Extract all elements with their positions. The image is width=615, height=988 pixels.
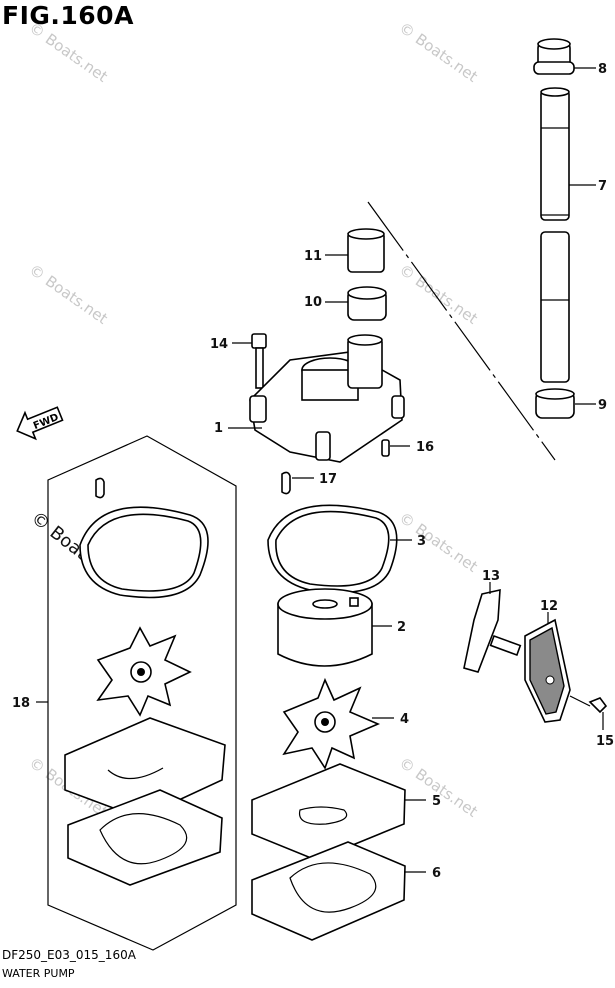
part-5-plate xyxy=(251,763,406,861)
part-17-key xyxy=(281,471,291,495)
callout-11: 11 xyxy=(304,249,322,264)
callout-3: 3 xyxy=(417,534,426,549)
callout-4: 4 xyxy=(400,712,409,727)
part-16-dowel-pin xyxy=(381,439,390,457)
repair-kit-outline xyxy=(47,435,237,951)
part-12-cover xyxy=(524,618,571,723)
callout-8: 8 xyxy=(598,62,607,77)
part-11-sleeve xyxy=(347,228,385,273)
part-15-screw xyxy=(569,695,608,714)
callout-10: 10 xyxy=(304,295,322,310)
part-6-gasket xyxy=(251,841,406,941)
callout-1: 1 xyxy=(214,421,223,436)
kit-key xyxy=(95,477,105,499)
callout-18: 18 xyxy=(12,696,30,711)
callout-9: 9 xyxy=(598,398,607,413)
callout-17: 17 xyxy=(319,472,337,487)
figure-caption: WATER PUMP xyxy=(2,967,75,980)
callout-6: 6 xyxy=(432,866,441,881)
part-10-grommet xyxy=(347,286,387,321)
part-2-liner xyxy=(277,588,373,667)
kit-impeller xyxy=(96,626,192,717)
fwd-arrow-icon: FWD xyxy=(16,406,64,441)
callout-12: 12 xyxy=(540,599,558,614)
callout-2: 2 xyxy=(397,620,406,635)
watermark-4: © Boats.net xyxy=(396,261,481,328)
kit-plate xyxy=(64,717,226,819)
part-8-grommet xyxy=(533,38,575,75)
part-1-pump-case xyxy=(249,334,405,463)
callout-14: 14 xyxy=(210,337,228,352)
part-9-seal xyxy=(535,388,575,419)
part-13-bracket xyxy=(463,588,522,673)
watermark-2: © Boats.net xyxy=(396,19,481,86)
callout-15: 15 xyxy=(596,734,614,749)
watermark-1: © Boats.net xyxy=(26,19,111,86)
callout-13: 13 xyxy=(482,569,500,584)
watermark-5: © Boats.net xyxy=(396,509,481,576)
callout-7: 7 xyxy=(598,179,607,194)
callout-16: 16 xyxy=(416,440,434,455)
watermark-7: © Boats.net xyxy=(396,754,481,821)
figure-title: FIG.160A xyxy=(2,1,134,30)
kit-gasket xyxy=(67,789,223,886)
part-7-water-tube xyxy=(540,87,570,383)
watermark-3: © Boats.net xyxy=(26,261,111,328)
callout-5: 5 xyxy=(432,794,441,809)
drawing-code: DF250_E03_015_160A xyxy=(2,948,136,962)
kit-gasket-ring xyxy=(79,506,209,599)
part-3-gasket-ring xyxy=(267,504,398,594)
alignment-line xyxy=(367,201,556,461)
part-14-bolt xyxy=(251,333,267,389)
part-4-impeller xyxy=(282,677,381,770)
